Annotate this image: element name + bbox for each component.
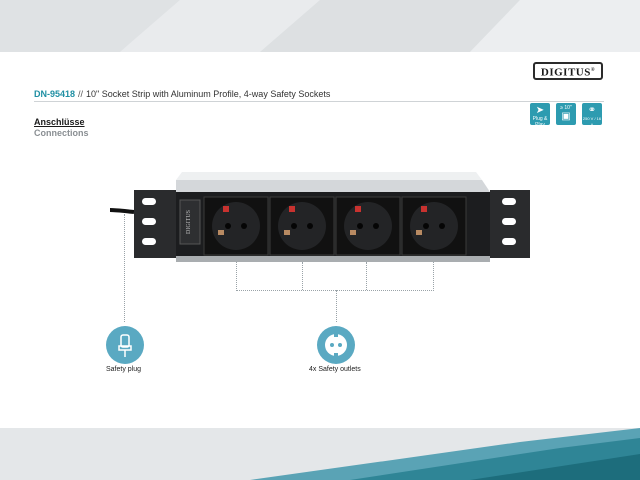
section-heading-en: Connections [34,128,89,138]
outlets-callout-tick [366,262,367,290]
outlets-callout-bracket [236,262,434,291]
socket-strip-illustration: DIGITUS [110,172,530,262]
plug-callout-line [124,214,125,322]
plug-and-play-icon: ➤ [535,105,545,116]
badge-label: ≥ 10" [560,105,572,111]
voltage-badge: ⚭ 250 V / 16 A [582,103,602,127]
product-description: 10" Socket Strip with Aluminum Profile, … [86,89,331,99]
title-divider [34,101,604,102]
feature-badges: ➤ Plug & Play ≥ 10" ▣ ⚭ 250 V / 16 A [530,103,604,128]
brand-name: DIGITUS [540,66,591,79]
background-polygons-top [0,0,640,52]
safety-socket [401,196,467,256]
outlets-callout-line [336,290,337,322]
left-mounting-bracket [134,190,176,258]
safety-plug-icon [106,326,144,364]
brand-logo: DIGITUS® [533,62,603,80]
strip-label-plate: DIGITUS [179,199,201,245]
outlets-callout-tick [302,262,303,290]
safety-outlet-icon [317,326,355,364]
section-heading-de: Anschlüsse [34,117,85,127]
background-polygons-bottom [0,428,640,480]
safety-socket [269,196,335,256]
rack-size-badge: ≥ 10" ▣ [556,103,576,125]
aluminum-profile-top [176,180,490,192]
badge-label: Plug & Play [532,116,548,128]
safety-socket [335,196,401,256]
svg-text:DIGITUS: DIGITUS [186,210,192,234]
plug-and-play-badge: ➤ Plug & Play [530,103,550,128]
title-separator: // [78,89,84,99]
safety-socket [203,196,269,256]
background-top [0,0,640,52]
model-number: DN-95418 [34,89,76,99]
aluminum-profile-bottom [176,256,490,262]
right-mounting-bracket [490,190,530,258]
safety-plug-label: Safety plug [106,366,142,373]
product-title: DN-95418//10" Socket Strip with Aluminum… [34,89,330,99]
voltage-icon: ⚭ [587,105,597,116]
background-bottom [0,428,640,480]
brand-registered-mark: ® [590,68,596,73]
power-cable [110,208,135,214]
rack-size-icon: ▣ [561,111,571,122]
safety-outlets-label: 4x Safety outlets [309,366,361,373]
badge-label: 250 V / 16 A [582,116,602,127]
